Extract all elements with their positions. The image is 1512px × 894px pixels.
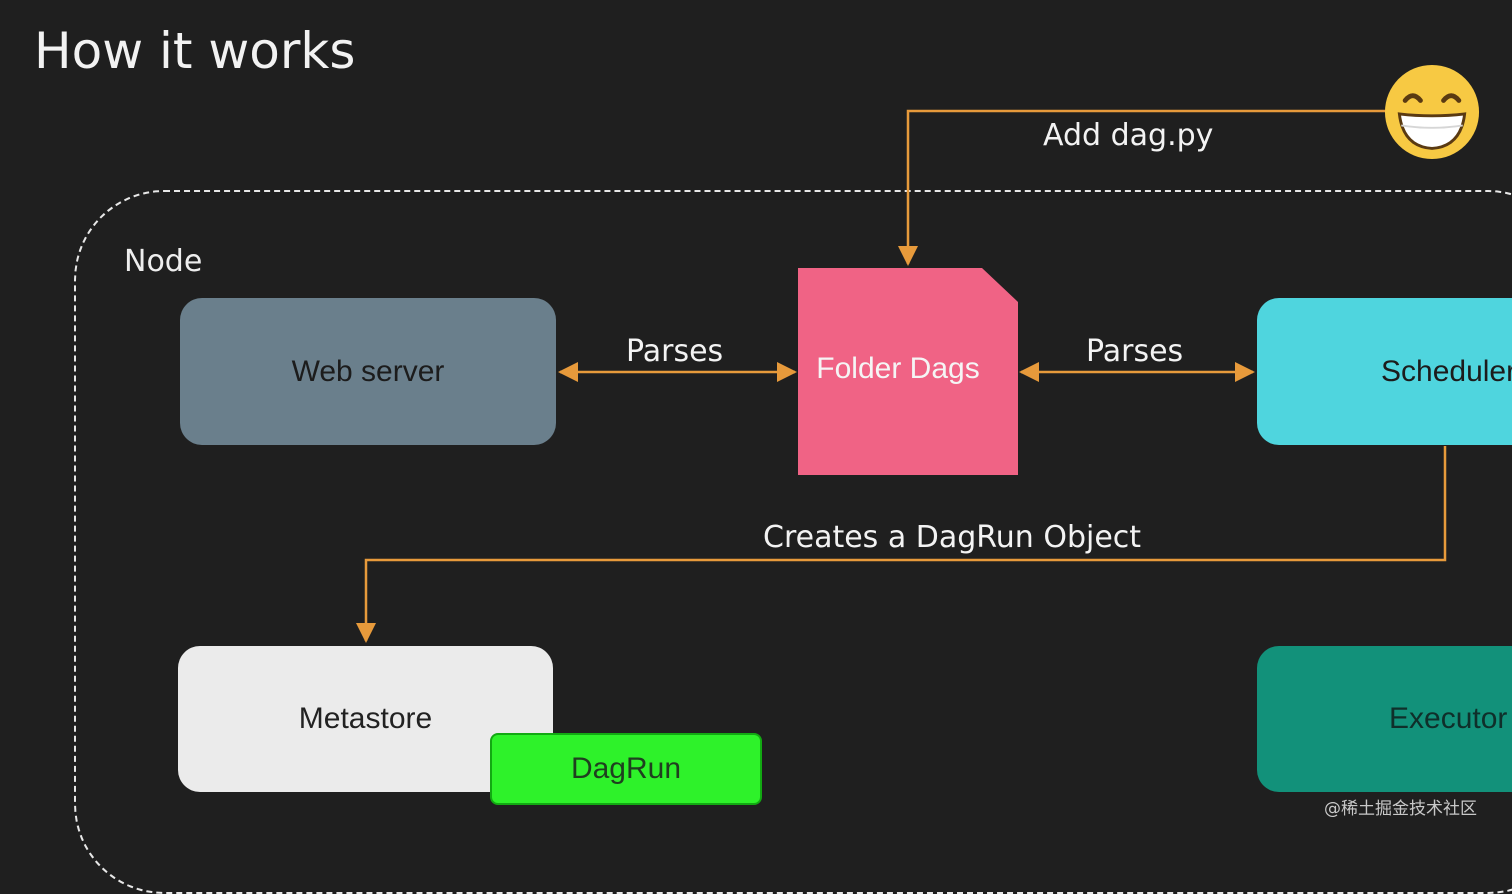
web-server-box: Web server [180,298,556,445]
watermark: @稀土掘金技术社区 [1324,799,1477,819]
slide-title: How it works [34,22,356,80]
folder-dags-label: Folder Dags [816,352,980,385]
creates-dagrun-label: Creates a DagRun Object [763,520,1142,555]
parses-label-left: Parses [626,334,724,369]
grinning-face-icon [1384,64,1480,160]
executor-box: Executor [1257,646,1512,792]
scheduler-box: Scheduler [1257,298,1512,445]
node-label: Node [124,244,203,279]
parses-label-right: Parses [1086,334,1184,369]
arrow-add-dag [898,109,1386,266]
arrow-creates-dagrun [356,446,1447,643]
add-dag-label: Add dag.py [1043,118,1214,153]
folder-dags-document-icon [798,268,1018,475]
dagrun-box: DagRun [490,733,762,805]
connector-arrows [356,109,1447,643]
